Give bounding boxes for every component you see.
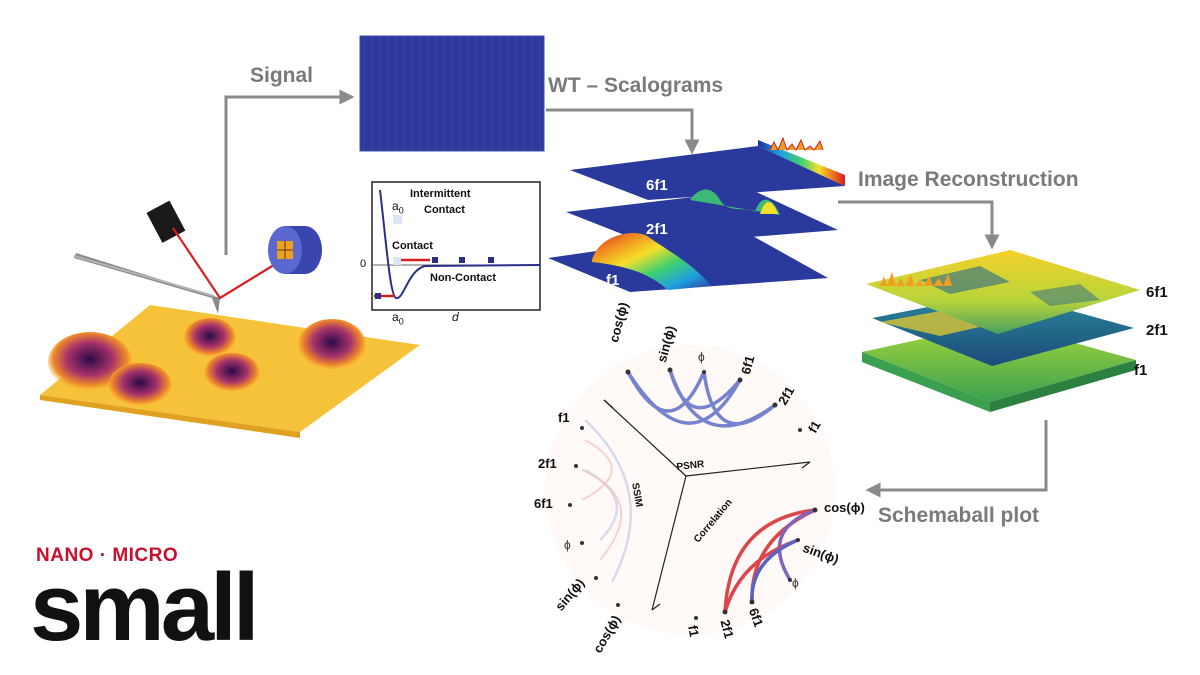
scalogram-2f1-label: 2f1 (646, 221, 668, 238)
schemaball-plot-label: Schemaball plot (878, 504, 1040, 527)
a0-axis-label: a0 (392, 310, 404, 327)
afm-surface (40, 200, 420, 438)
reconstruction-arrow (838, 200, 1000, 250)
wt-arrow (546, 108, 700, 155)
node-left-6f1: 6f1 (534, 496, 553, 511)
intermittent-label-1: Intermittent (410, 188, 471, 200)
recon-f1-label: f1 (1134, 362, 1148, 379)
signal-arrow (224, 89, 355, 255)
recon-6f1-label: 6f1 (1146, 284, 1168, 301)
force-curve (379, 189, 541, 299)
schemaball-arrow (865, 420, 1048, 498)
node-top-phi: ϕ (698, 350, 705, 364)
node-left-phi: ϕ (564, 538, 571, 552)
node-left-f1: f1 (558, 410, 570, 425)
node-right-cos: cos(ϕ) (824, 500, 865, 515)
journal-logo-subtitle: NANO · MICRO (36, 545, 179, 566)
journal-logo: small (30, 554, 259, 661)
signal-plot (359, 35, 545, 152)
reconstruction-stack (862, 250, 1140, 412)
node-right-phi: ϕ (792, 576, 799, 590)
node-left-2f1: 2f1 (538, 456, 557, 471)
intermittent-label-2: Contact (424, 204, 465, 216)
contact-label: Contact (392, 240, 433, 252)
scalograms (548, 136, 845, 292)
recon-2f1-label: 2f1 (1146, 322, 1168, 339)
scalogram-f1-label: f1 (606, 272, 620, 289)
d-axis-label: d (452, 310, 459, 324)
a0-top-label: a0 (392, 199, 404, 216)
zero-tick-label: 0 (360, 258, 367, 270)
signal-label: Signal (250, 64, 314, 87)
scalogram-6f1-label: 6f1 (646, 177, 668, 194)
non-contact-label: Non-Contact (430, 272, 496, 284)
force-curve-plot (371, 181, 541, 311)
schemaball (545, 345, 835, 635)
image-reconstruction-label: Image Reconstruction (858, 168, 1079, 191)
wt-scalograms-label: WT – Scalograms (548, 74, 724, 97)
